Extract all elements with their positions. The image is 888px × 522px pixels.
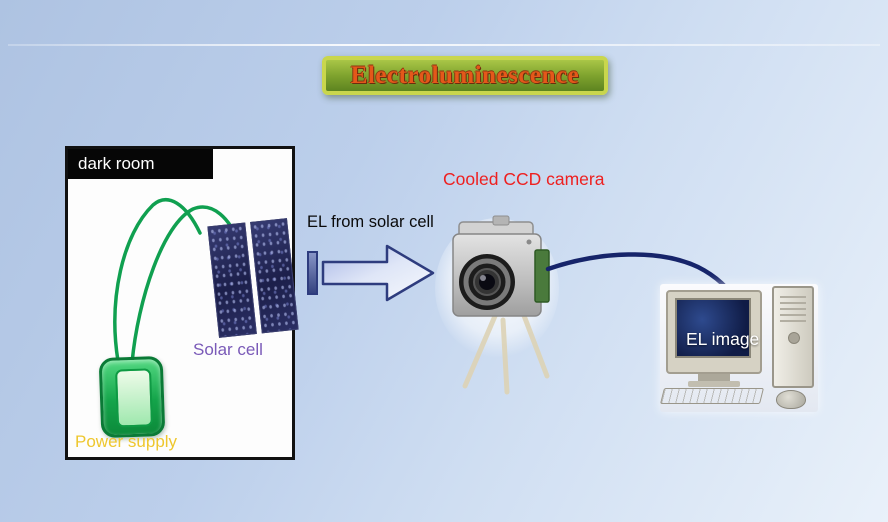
power-supply-label: Power supply — [75, 432, 178, 451]
monitor-screen — [675, 298, 751, 358]
dark-room-label: dark room — [68, 149, 213, 179]
ccd-camera-graphic — [435, 215, 559, 395]
keyboard — [660, 388, 764, 404]
tripod-legs — [462, 310, 550, 395]
power-wires-graphic — [113, 198, 241, 365]
monitor — [666, 290, 762, 374]
monitor-stand — [698, 374, 730, 382]
camera-knob — [492, 215, 510, 226]
computer-tower — [772, 286, 814, 388]
camera-screw — [526, 239, 532, 245]
top-divider-line — [8, 44, 880, 46]
dark-room-box: dark room Solar cell Power supply — [65, 146, 299, 460]
monitor-base — [688, 381, 740, 387]
title-banner: Electroluminescence — [322, 56, 608, 95]
el-arrow-label: EL from solar cell — [307, 213, 434, 231]
camera-pcb — [534, 249, 550, 303]
computer-graphic — [660, 284, 818, 412]
solar-cell-label: Solar cell — [193, 340, 263, 359]
block-arrow-icon — [307, 244, 435, 302]
page-title: Electroluminescence — [350, 61, 580, 89]
mouse — [776, 390, 806, 409]
power-supply-graphic — [98, 355, 166, 439]
solar-cell-graphic — [207, 218, 299, 338]
el-image-label: EL image — [686, 329, 760, 349]
tower-power-button — [788, 332, 800, 344]
camera-lens-highlight — [480, 275, 486, 281]
tower-vents — [780, 296, 806, 322]
power-supply-screen — [115, 368, 154, 428]
ccd-camera-label: Cooled CCD camera — [443, 169, 605, 189]
camera-lens-ring — [463, 258, 511, 306]
